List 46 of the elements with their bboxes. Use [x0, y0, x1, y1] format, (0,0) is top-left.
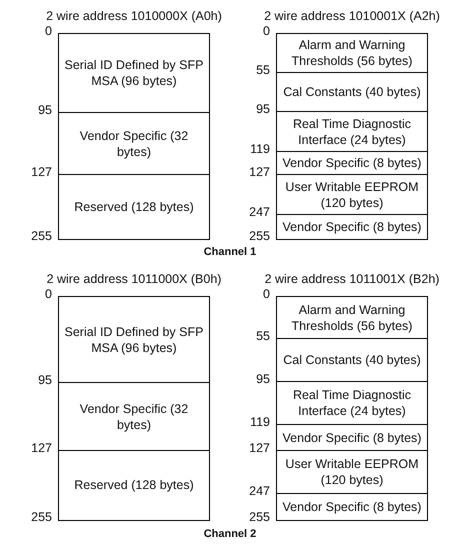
address-heading: 2 wire address 1010000X (A0h) — [46, 9, 222, 24]
offset-label: 127 — [249, 441, 270, 455]
offset-label: 127 — [31, 441, 52, 455]
memory-block: Serial ID Defined by SFP MSA (96 bytes) — [58, 33, 210, 114]
offset-label: 0 — [45, 287, 52, 301]
offset-label: 55 — [256, 329, 270, 343]
memory-block: Vendor Specific (32 bytes) — [58, 382, 210, 452]
offset-label: 247 — [249, 205, 270, 219]
offset-label: 95 — [38, 373, 52, 387]
memory-block: Cal Constants (40 bytes) — [276, 338, 428, 382]
offset-label: 127 — [249, 165, 270, 179]
memory-block: Reserved (128 bytes) — [58, 174, 210, 240]
offset-label: 255 — [31, 510, 52, 524]
offset-label: 119 — [250, 415, 270, 429]
memory-block: Alarm and Warning Thresholds (56 bytes) — [276, 33, 428, 74]
address-heading: 2 wire address 1011001X (B2h) — [264, 272, 440, 287]
address-heading: 2 wire address 1011000X (B0h) — [46, 272, 222, 287]
memory-block: Vendor Specific (32 bytes) — [58, 112, 210, 176]
offset-label: 255 — [31, 229, 52, 243]
memory-block: User Writable EEPROM (120 bytes) — [276, 174, 428, 216]
memory-block: Real Time Diagnostic Interface (24 bytes) — [276, 111, 428, 152]
offset-label: 0 — [263, 24, 270, 38]
offset-label: 0 — [263, 287, 270, 301]
memory-block: Reserved (128 bytes) — [58, 450, 210, 520]
offset-label: 95 — [256, 102, 270, 116]
memory-block: Serial ID Defined by SFP MSA (96 bytes) — [58, 296, 210, 384]
address-heading: 2 wire address 1010001X (A2h) — [264, 9, 440, 24]
memory-block: User Writable EEPROM (120 bytes) — [276, 450, 428, 494]
channel-caption: Channel 1 — [204, 246, 256, 259]
memory-block: Vendor Specific (8 bytes) — [276, 424, 428, 452]
memory-block: Vendor Specific (8 bytes) — [276, 151, 428, 176]
memory-block: Alarm and Warning Thresholds (56 bytes) — [276, 296, 428, 340]
memory-block: Vendor Specific (8 bytes) — [276, 214, 428, 240]
channel-caption: Channel 2 — [204, 528, 256, 541]
memory-block: Real Time Diagnostic Interface (24 bytes) — [276, 381, 428, 426]
offset-label: 247 — [249, 484, 270, 498]
offset-label: 255 — [249, 510, 270, 524]
offset-label: 255 — [249, 229, 270, 243]
memory-block: Cal Constants (40 bytes) — [276, 72, 428, 112]
memory-block: Vendor Specific (8 bytes) — [276, 493, 428, 520]
offset-label: 119 — [250, 142, 270, 156]
offset-label: 0 — [45, 24, 52, 38]
offset-label: 95 — [38, 103, 52, 117]
offset-label: 127 — [31, 165, 52, 179]
offset-label: 55 — [256, 63, 270, 77]
offset-label: 95 — [256, 372, 270, 386]
